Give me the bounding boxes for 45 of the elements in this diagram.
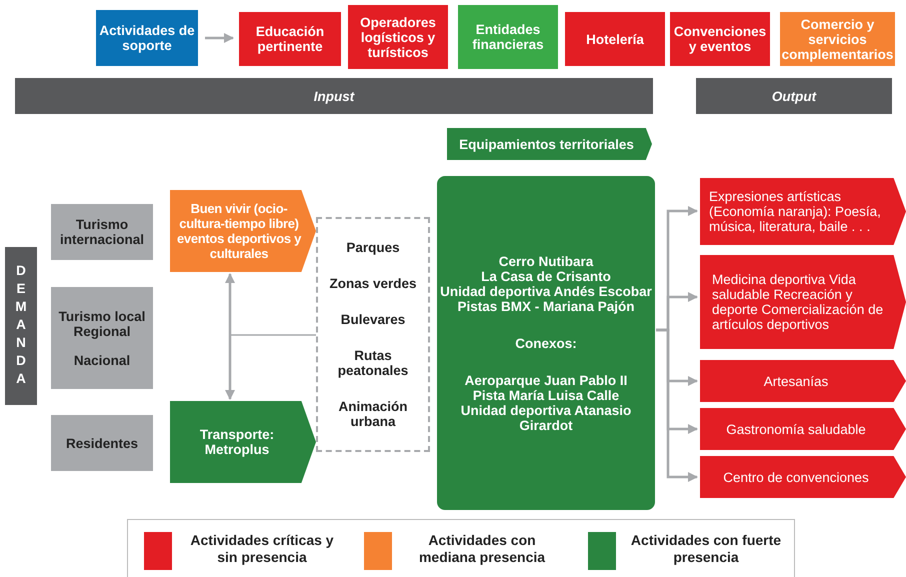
output-panel: Gastronomía saludable: [700, 408, 906, 450]
section-heading-panel: Equipamientos territoriales: [447, 128, 652, 160]
item-label: Aeroparque Juan Pablo II: [464, 372, 628, 388]
legend-label: Actividades críticas y sin presencia: [189, 532, 335, 566]
demand-box: Turismo internacional: [51, 204, 153, 260]
output-panel: Artesanías: [700, 360, 906, 402]
arrow: [205, 33, 234, 43]
arrow: [656, 328, 698, 482]
connector-line: [230, 334, 316, 336]
output-panel: Centro de convenciones: [700, 456, 906, 498]
item-label: Pistas BMX - Mariana Pajón: [456, 298, 636, 314]
item-label: Cerro Nutibara: [498, 254, 594, 268]
demand-box: Residentes: [51, 415, 153, 471]
item-label: Animación urbana: [337, 399, 408, 429]
activity-box: Hotelería: [565, 12, 665, 66]
item-label: Rutas peatonales: [336, 348, 410, 378]
output-panel: Expresiones artísticas (Economía naranja): Poesía, música, literatura, baile . . .: [700, 178, 906, 245]
dashed-box: [316, 217, 430, 452]
arrow: [225, 273, 235, 400]
activity-panel: Transporte: Metroplus: [170, 401, 316, 483]
section-band: Output: [696, 78, 892, 114]
section-heading: Conexos:: [514, 336, 578, 350]
item-label: Zonas verdes: [328, 276, 418, 291]
activity-box: Convenciones y eventos: [670, 12, 770, 66]
item-label: Pista María Luisa Calle: [472, 388, 620, 402]
activity-box: Operadores logísticos y turísticos: [348, 5, 448, 69]
output-panel: Medicina deportiva Vida saludable Recreación y deporte Comercialización de artículos deportivos: [700, 255, 906, 349]
item-label: Parques: [345, 240, 401, 255]
legend-label: Actividades con fuerte presencia: [630, 532, 782, 566]
activity-box: Educación pertinente: [239, 12, 341, 66]
demand-box: [51, 287, 153, 389]
section-band: Inpust: [15, 78, 653, 114]
vertical-band: DEMANDA: [5, 247, 37, 405]
item-label: Turismo local Regional: [58, 308, 146, 338]
activity-box: Comercio y servicios complementarios: [780, 12, 895, 66]
item-label: Unidad deportiva Andés Escobar: [439, 284, 653, 298]
item-label: La Casa de Crisanto: [480, 268, 612, 284]
equipment-panel: [437, 176, 655, 510]
activity-panel: Buen vivir (ocio-cultura-tiempo libre) eventos deportivos y culturales: [170, 190, 316, 272]
item-label: Nacional: [74, 352, 130, 368]
legend-label: Actividades con mediana presencia: [418, 532, 546, 566]
activity-box: Entidades financieras: [458, 5, 558, 69]
item-label: Unidad deportiva Atanasio Girardot: [460, 402, 632, 432]
item-label: Bulevares: [340, 312, 406, 327]
activity-box: Actividades de soporte: [96, 10, 198, 66]
